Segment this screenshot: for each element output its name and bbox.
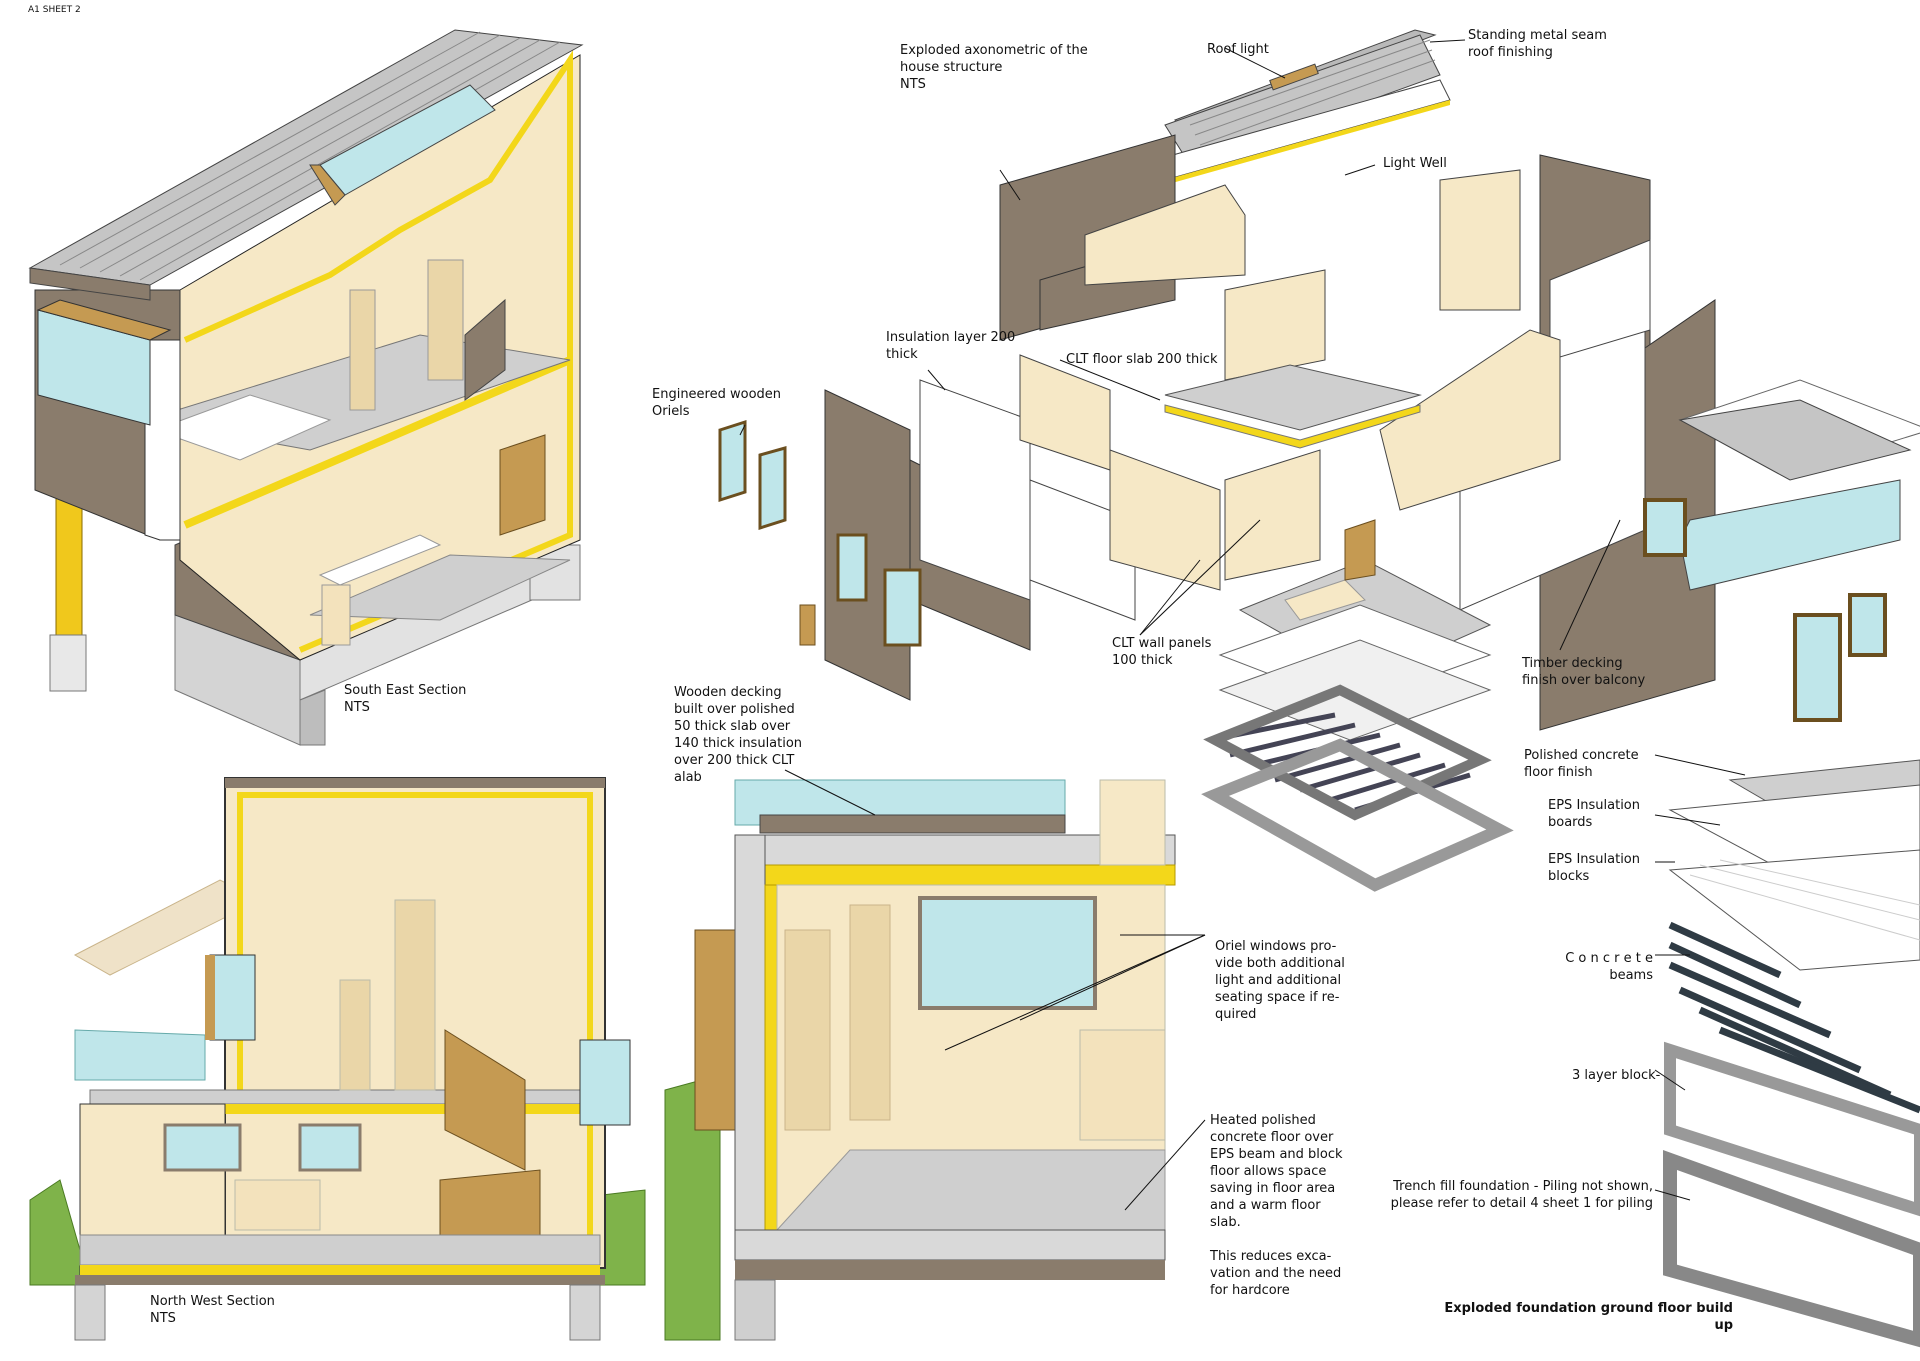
label-concrete-beams: C o n c r e t e beams xyxy=(1565,951,1653,983)
north-west-section-caption: North West Section NTS xyxy=(150,1294,275,1326)
label-clt-wall-panels: CLT wall panels 100 thick xyxy=(1112,636,1212,668)
leader-lines xyxy=(739,39,1746,1211)
south-east-section-drawing xyxy=(28,29,584,746)
label-engineered-oriels: Engineered wooden Oriels xyxy=(652,387,782,419)
foundation-buildup-drawing xyxy=(1663,759,1920,1348)
exp-balcony-roof xyxy=(1678,399,1912,481)
label-insulation-layer: Insulation layer 200 thick xyxy=(886,330,1016,362)
label-wooden-decking: Wooden decking built over polished 50 th… xyxy=(674,685,803,785)
detail-section-drawing xyxy=(664,779,1176,1341)
label-timber-decking: Timber decking finish over balcony xyxy=(1522,656,1646,688)
fnd-concrete-beams xyxy=(1668,921,1920,1114)
fnd-eps-blocks xyxy=(1668,849,1920,971)
detail-oriel-window xyxy=(918,896,1097,1010)
south-east-section-caption: South East Section NTS xyxy=(344,683,467,715)
north-west-section-drawing xyxy=(29,777,646,1341)
label-standing-seam: Standing metal seam roof finishing xyxy=(1468,28,1607,60)
label-three-layer-block: 3 layer block- xyxy=(1572,1068,1661,1083)
exp-floor-slab xyxy=(1164,364,1422,431)
fnd-block-layer xyxy=(1664,1041,1920,1217)
label-clt-floor-slab: CLT floor slab 200 thick xyxy=(1066,352,1218,367)
label-roof-light: Roof light xyxy=(1207,42,1269,57)
label-polished-concrete: Polished concrete floor finish xyxy=(1524,748,1639,780)
label-oriel-windows: Oriel windows pro- vide both additional … xyxy=(1215,939,1345,1022)
exp-clt-panel-1 xyxy=(1019,354,1111,471)
exploded-title: Exploded axonometric of the house struct… xyxy=(900,43,1088,92)
foundation-title: Exploded foundation ground floor build u… xyxy=(1444,1301,1733,1333)
label-light-well: Light Well xyxy=(1383,156,1447,171)
label-eps-boards: EPS Insulation boards xyxy=(1548,798,1641,830)
label-eps-blocks: EPS Insulation blocks xyxy=(1548,852,1641,884)
sheet-label: A1 SHEET 2 xyxy=(28,5,81,15)
exp-oriel-1 xyxy=(718,419,747,503)
label-heated-floor: Heated polished concrete floor over EPS … xyxy=(1210,1113,1343,1298)
exploded-axonometric-drawing xyxy=(718,29,1920,892)
fnd-trench-fill xyxy=(1663,1150,1920,1348)
label-trench-fill: Trench fill foundation - Piling not show… xyxy=(1390,1179,1653,1211)
